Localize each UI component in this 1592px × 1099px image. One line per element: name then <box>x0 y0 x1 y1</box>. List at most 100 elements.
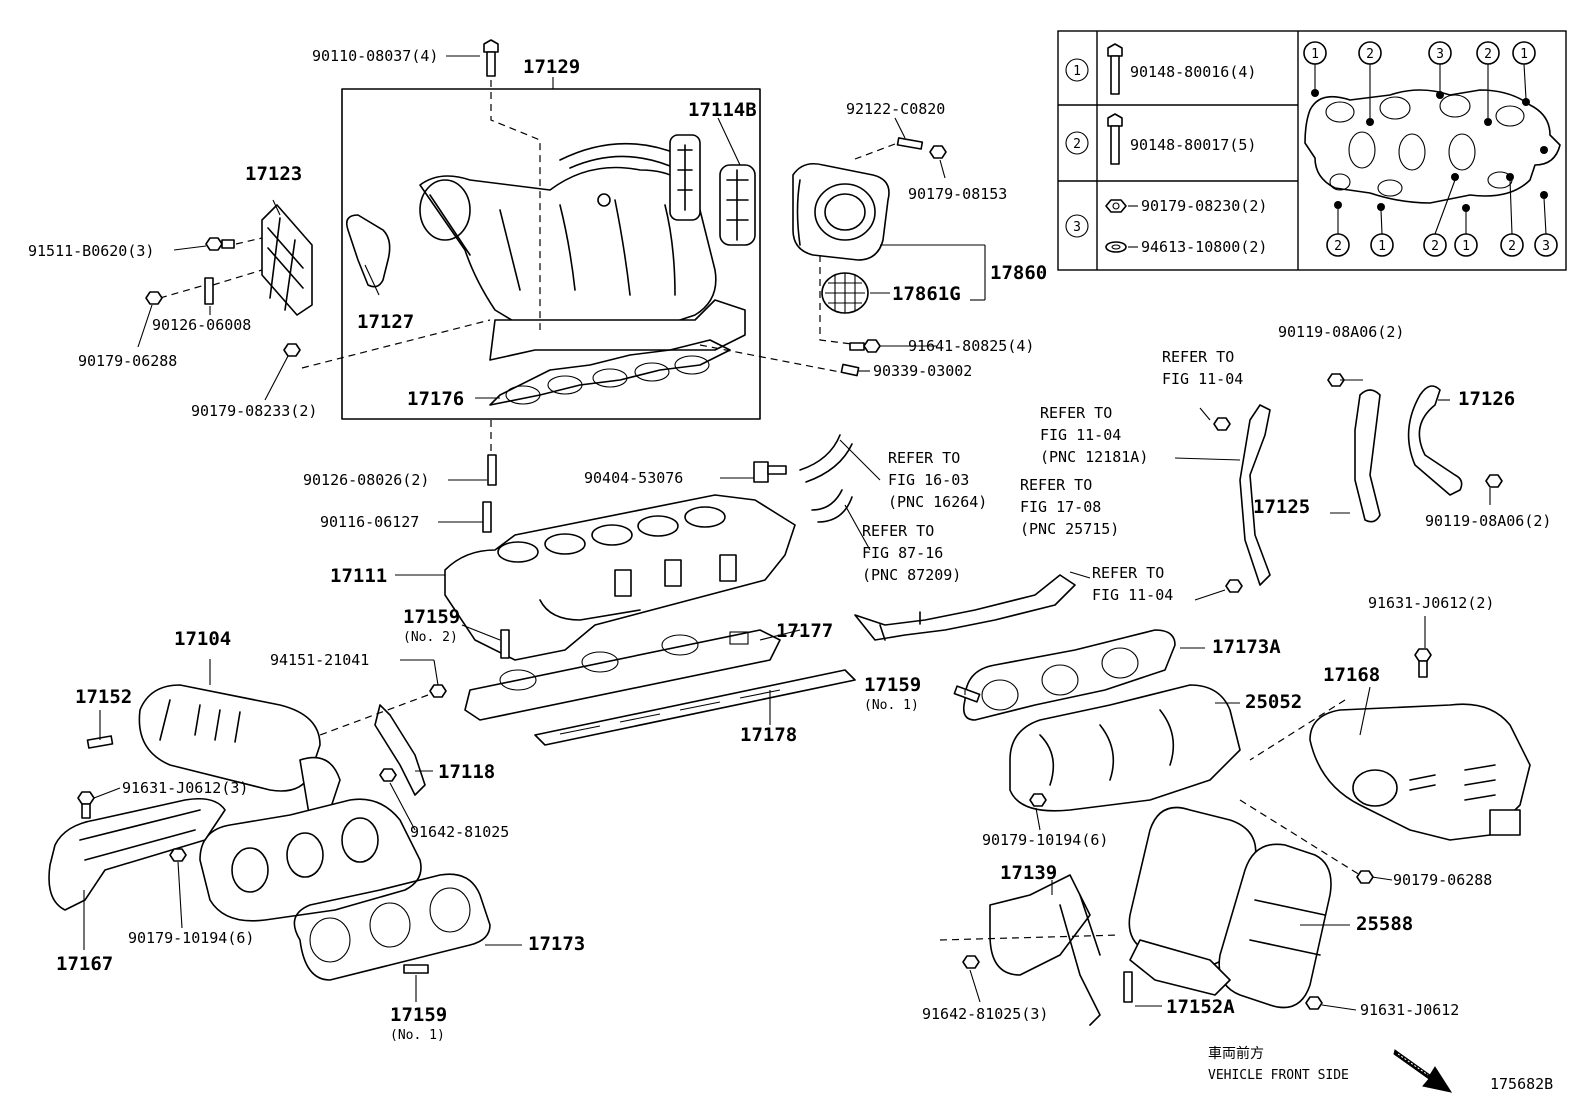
gasket-17114B <box>719 164 756 246</box>
washer-icon <box>1105 241 1127 253</box>
front-label-jp: 車両前方 <box>1208 1045 1264 1062</box>
stud-icon <box>500 629 510 659</box>
nut-icon <box>429 684 447 698</box>
label-17159-no2-sub: (No. 2) <box>403 630 458 645</box>
label-90119-08A06-top: 90119-08A06(2) <box>1278 323 1404 341</box>
label-90116-06127: 90116-06127 <box>320 513 419 531</box>
bracket-17125 <box>1354 389 1381 523</box>
refer-fig-11-04-c: REFER TO <box>1092 564 1164 582</box>
label-90404-53076: 90404-53076 <box>584 469 683 487</box>
pipe-fitting <box>840 363 860 377</box>
refer-fig-11-04-b-line2: FIG 11-04 <box>1040 426 1121 444</box>
bracket-right-upper <box>1239 404 1271 586</box>
bolt-icon <box>1213 417 1231 431</box>
refer-fig-11-04-b-line3: (PNC 12181A) <box>1040 448 1148 466</box>
label-17178: 17178 <box>740 724 797 746</box>
bolt-icon <box>205 237 235 251</box>
label-90126-08026: 90126-08026(2) <box>303 471 429 489</box>
label-90119-08A06-bottom: 90119-08A06(2) <box>1425 512 1551 530</box>
label-91631-J0612-2: 91631-J0612(2) <box>1368 594 1494 612</box>
heat-insulator-bracket-17118 <box>374 704 426 796</box>
leader-lines <box>83 55 1491 1011</box>
label-90179-06288: 90179-06288 <box>78 352 177 370</box>
refer-fig-17-08-line3: (PNC 25715) <box>1020 520 1119 538</box>
label-17177: 17177 <box>776 620 833 642</box>
vehicle-front-indicator: 車両前方 VEHICLE FRONT SIDE <box>1208 1045 1453 1093</box>
marker-bottom: 1 <box>1462 239 1470 254</box>
nut-icon <box>1356 870 1374 884</box>
refer-fig-11-04-b: REFER TO <box>1040 404 1112 422</box>
bolt-icon <box>483 39 499 77</box>
legend-part-3a: 90179-08230(2) <box>1141 197 1267 215</box>
arrow-down-right-icon <box>1393 1049 1453 1093</box>
legend-part-3b: 94613-10800(2) <box>1141 238 1267 256</box>
stud-icon <box>204 277 214 305</box>
legend-num-1: 1 <box>1073 64 1081 79</box>
gasket-17173 <box>293 873 491 981</box>
marker-bottom: 2 <box>1334 239 1342 254</box>
wire-harness-bracket <box>854 574 1076 641</box>
label-90179-08153: 90179-08153 <box>908 185 1007 203</box>
label-17114B: 17114B <box>688 99 757 121</box>
diagram-id: 175682B <box>1490 1075 1553 1093</box>
legend-part-2: 90148-80017(5) <box>1130 136 1256 154</box>
front-label-en: VEHICLE FRONT SIDE <box>1208 1068 1349 1083</box>
refer-fig-87-16-line3: (PNC 87209) <box>862 566 961 584</box>
nut-icon <box>1029 793 1047 807</box>
label-25052: 25052 <box>1245 691 1302 713</box>
label-91641-80825: 91641-80825(4) <box>908 337 1034 355</box>
plate-17123 <box>261 204 313 316</box>
label-17125: 17125 <box>1253 496 1310 518</box>
bolt-icon <box>1107 113 1123 165</box>
legend-num-3: 3 <box>1073 220 1081 235</box>
label-90179-10194-left: 90179-10194(6) <box>128 929 254 947</box>
gasket-17176 <box>489 339 731 406</box>
intake-plenum-17129 <box>419 134 746 361</box>
marker-bottom: 1 <box>1378 239 1386 254</box>
label-17860: 17860 <box>990 262 1047 284</box>
heat-insulator-17168 <box>1309 703 1531 841</box>
marker-top: 3 <box>1436 47 1444 62</box>
legend-part-1: 90148-80016(4) <box>1130 63 1256 81</box>
legend-num-2: 2 <box>1073 137 1081 152</box>
refer-fig-17-08: REFER TO <box>1020 476 1092 494</box>
refer-fig-11-04-c-line2: FIG 11-04 <box>1092 586 1173 604</box>
bolt-icon <box>1485 474 1503 488</box>
lower-intake-manifold-17111 <box>444 494 796 661</box>
label-17152A: 17152A <box>1166 996 1235 1018</box>
marker-bottom: 2 <box>1431 239 1439 254</box>
stud-icon <box>403 964 429 974</box>
bolt-icon <box>1414 648 1432 678</box>
stud-icon <box>953 685 981 703</box>
label-91511-B0620: 91511-B0620(3) <box>28 242 154 260</box>
marker-bottom: 3 <box>1542 239 1550 254</box>
nut-icon <box>145 291 163 305</box>
refer-fig-16-03-line3: (PNC 16264) <box>888 493 987 511</box>
nut-icon <box>929 145 947 159</box>
bolt-icon <box>849 339 881 353</box>
bolt-icon <box>1107 43 1123 95</box>
label-91642-81025: 91642-81025 <box>410 823 509 841</box>
refer-fig-16-03-line2: FIG 16-03 <box>888 471 969 489</box>
label-17118: 17118 <box>438 761 495 783</box>
label-17159-no1-left-sub: (No. 1) <box>390 1028 445 1043</box>
nut-icon <box>1105 199 1127 213</box>
label-91631-J0612-3: 91631-J0612(3) <box>122 779 248 797</box>
label-17159-no1-right: 17159 <box>864 674 921 696</box>
bolt-icon <box>962 955 980 969</box>
gasket-17178 <box>534 669 856 746</box>
gasket-17177 <box>464 629 781 721</box>
bolt-icon <box>379 768 397 782</box>
bolt-icon <box>77 791 95 819</box>
marker-top: 1 <box>1520 47 1528 62</box>
bolt-icon <box>1225 579 1243 593</box>
bracket-17126 <box>1407 385 1463 496</box>
label-17104: 17104 <box>174 628 231 650</box>
label-17159-no1-left: 17159 <box>390 1004 447 1026</box>
stud-icon <box>86 735 114 749</box>
label-90126-06008: 90126-06008 <box>152 316 251 334</box>
refer-fig-17-08-line2: FIG 17-08 <box>1020 498 1101 516</box>
marker-top: 1 <box>1311 47 1319 62</box>
refer-fig-16-03: REFER TO <box>888 449 960 467</box>
